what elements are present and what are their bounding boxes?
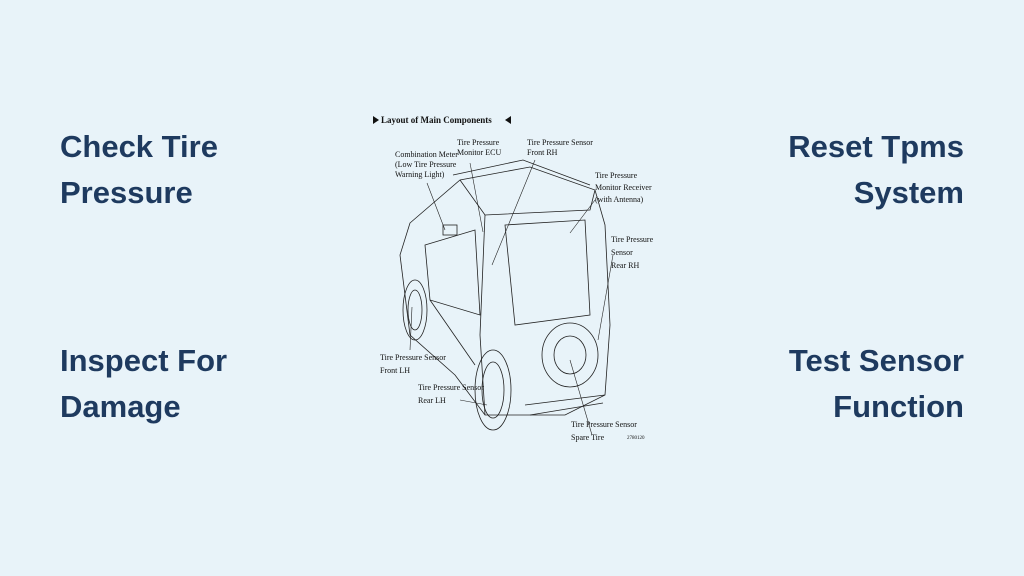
svg-text:(with Antenna): (with Antenna) [595,195,644,204]
svg-text:Rear RH: Rear RH [611,261,639,270]
svg-text:Tire Pressure Sensor: Tire Pressure Sensor [380,353,446,362]
leader-lines [409,159,614,436]
label-sensor-rear-rh: Tire Pressure Sensor Rear RH [611,235,654,270]
svg-text:(Low Tire Pressure: (Low Tire Pressure [395,160,457,169]
figure-code: 2780120 [627,436,645,441]
svg-text:Tire Pressure Sensor: Tire Pressure Sensor [571,420,637,429]
tpms-components-diagram: Layout of Main Components Combination Me… [373,115,654,442]
label-combination-meter: Combination Meter (Low Tire Pressure War… [395,150,458,179]
label-monitor-receiver: Tire Pressure Monitor Receiver (with Ant… [595,171,652,204]
svg-text:Monitor Receiver: Monitor Receiver [595,183,652,192]
svg-text:Sensor: Sensor [611,248,633,257]
heading-test-sensor-function: Test Sensor Function [788,343,964,424]
heading-inspect-for-damage: Inspect For Damage [60,343,228,424]
svg-text:Rear LH: Rear LH [418,396,446,405]
vehicle-line-art [399,159,611,431]
svg-text:Spare Tire: Spare Tire [571,433,605,442]
label-sensor-spare-tire: Tire Pressure Sensor Spare Tire [571,420,637,442]
svg-text:Combination Meter: Combination Meter [395,150,458,159]
diagram-title: Layout of Main Components [381,115,492,125]
svg-text:Front LH: Front LH [380,366,410,375]
svg-text:Tire Pressure: Tire Pressure [457,138,500,147]
svg-text:Front RH: Front RH [527,148,558,157]
title-arrow-right-icon [505,116,511,124]
svg-text:Tire Pressure Sensor: Tire Pressure Sensor [418,383,484,392]
svg-text:Warning Light): Warning Light) [395,170,445,179]
heading-check-tire-pressure: Check Tire Pressure [60,129,218,210]
label-sensor-rear-lh: Tire Pressure Sensor Rear LH [418,383,484,405]
title-arrow-left-icon [373,116,379,124]
svg-text:Tire Pressure Sensor: Tire Pressure Sensor [527,138,593,147]
svg-text:Tire Pressure: Tire Pressure [611,235,654,244]
label-sensor-front-rh: Tire Pressure Sensor Front RH [527,138,593,157]
heading-reset-tpms-system: Reset Tpms System [788,129,964,210]
svg-text:Tire Pressure: Tire Pressure [595,171,638,180]
svg-text:Monitor ECU: Monitor ECU [457,148,501,157]
label-monitor-ecu: Tire Pressure Monitor ECU [457,138,501,157]
label-sensor-front-lh: Tire Pressure Sensor Front LH [380,353,446,375]
